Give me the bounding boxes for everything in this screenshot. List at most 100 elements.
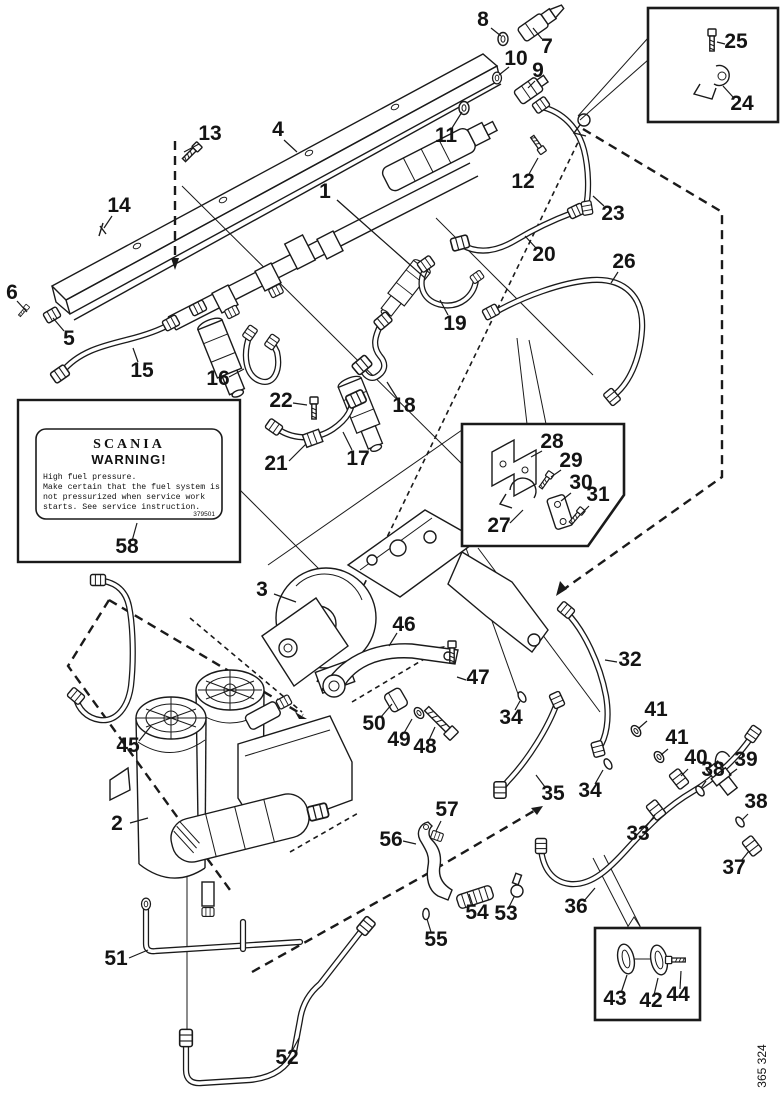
callout-54: 54 bbox=[465, 901, 489, 924]
leader-line-9 bbox=[527, 80, 536, 89]
callout-20: 20 bbox=[532, 243, 555, 266]
callout-7: 7 bbox=[541, 35, 553, 58]
leader-line-38 bbox=[700, 780, 707, 789]
callout-47: 47 bbox=[466, 666, 489, 689]
callout-42: 42 bbox=[639, 989, 662, 1012]
leader-line-41 bbox=[638, 720, 648, 729]
callout-57: 57 bbox=[435, 798, 458, 821]
leader-line-8 bbox=[490, 27, 502, 37]
leader-line-32 bbox=[604, 659, 618, 663]
leader-line-21 bbox=[288, 443, 307, 462]
inset-box-bracket bbox=[460, 422, 626, 548]
callout-13: 13 bbox=[198, 122, 221, 145]
leader-line-1 bbox=[336, 199, 426, 279]
callout-49: 49 bbox=[387, 728, 410, 751]
leader-line-30 bbox=[560, 492, 572, 502]
inset-box-clamp-bottom bbox=[593, 916, 702, 1022]
leader-line-35 bbox=[535, 774, 546, 788]
rail-nut bbox=[42, 305, 62, 325]
callout-5: 5 bbox=[63, 327, 75, 350]
callout-23: 23 bbox=[601, 202, 624, 225]
leader-line-51 bbox=[128, 949, 149, 959]
leader-line-6 bbox=[16, 300, 28, 313]
leader-line-45 bbox=[138, 725, 152, 742]
leader-line-53 bbox=[508, 896, 515, 908]
callout-14: 14 bbox=[107, 194, 131, 217]
leader-line-42 bbox=[653, 977, 659, 996]
grommet bbox=[422, 907, 430, 921]
figure-number: 365 324 bbox=[755, 1044, 769, 1088]
leader-line-10 bbox=[498, 66, 510, 76]
leader-line-34 bbox=[514, 700, 521, 711]
pipe-clamp-installed bbox=[572, 113, 591, 137]
callout-52: 52 bbox=[275, 1046, 298, 1069]
leader-line-31 bbox=[580, 505, 590, 515]
fuel-pressure-sensor bbox=[491, 4, 565, 105]
pipe-bracket bbox=[417, 821, 453, 901]
leader-line-18 bbox=[386, 381, 398, 399]
leader-line-29 bbox=[550, 469, 562, 478]
leader-line-34 bbox=[594, 769, 604, 785]
callout-50: 50 bbox=[362, 712, 385, 735]
callout-53: 53 bbox=[494, 902, 517, 925]
leader-line-55 bbox=[426, 918, 432, 933]
leader-line-48 bbox=[428, 726, 436, 741]
leader-line-50 bbox=[380, 703, 393, 718]
leader-line-37 bbox=[740, 850, 750, 862]
leader-line-22 bbox=[292, 402, 308, 406]
fuel-filter-assembly bbox=[109, 669, 353, 917]
coupling bbox=[456, 885, 494, 909]
leader-line-57 bbox=[435, 820, 442, 832]
leader-line-39 bbox=[728, 768, 738, 776]
callout-33: 33 bbox=[626, 822, 649, 845]
callout-58: 58 bbox=[115, 535, 139, 558]
leader-line-13 bbox=[183, 143, 200, 153]
callout-34: 34 bbox=[499, 706, 523, 729]
callout-22: 22 bbox=[269, 389, 292, 412]
overflow-valve bbox=[705, 750, 739, 797]
leader-line-49 bbox=[403, 718, 413, 734]
leader-line-25 bbox=[716, 41, 726, 45]
callout-37: 37 bbox=[722, 856, 745, 879]
callout-10: 10 bbox=[504, 47, 527, 70]
callout-40: 40 bbox=[684, 746, 707, 769]
callout-15: 15 bbox=[130, 359, 154, 382]
callout-8: 8 bbox=[477, 8, 489, 31]
callout-39: 39 bbox=[734, 748, 757, 771]
callout-48: 48 bbox=[413, 735, 437, 758]
banjo-parts bbox=[515, 689, 763, 858]
leader-line-3 bbox=[273, 593, 297, 603]
rail-screw bbox=[17, 303, 31, 318]
bracket-bolt bbox=[423, 705, 459, 741]
fuel-pipes bbox=[58, 103, 756, 1087]
callout-29: 29 bbox=[559, 449, 582, 472]
callout-3: 3 bbox=[256, 578, 268, 601]
leader-line-52 bbox=[291, 1037, 300, 1052]
leader-line-56 bbox=[402, 840, 417, 845]
callout-36: 36 bbox=[564, 895, 587, 918]
leader-line-38 bbox=[741, 813, 749, 821]
leader-line-40 bbox=[680, 768, 689, 777]
leader-line-47 bbox=[456, 676, 467, 681]
callout-38: 38 bbox=[744, 790, 768, 813]
callout-28: 28 bbox=[540, 430, 564, 453]
leader-line-19 bbox=[439, 299, 449, 316]
warning-brand: SCANIA bbox=[93, 437, 165, 452]
leader-line-4 bbox=[283, 139, 298, 153]
leader-line-5 bbox=[52, 317, 65, 332]
callout-38: 38 bbox=[701, 758, 725, 781]
callout-27: 27 bbox=[487, 514, 510, 537]
callout-24: 24 bbox=[730, 92, 754, 115]
callout-19: 19 bbox=[443, 312, 466, 335]
leader-line-28 bbox=[530, 450, 543, 458]
callout-41: 41 bbox=[644, 698, 668, 721]
leader-line-36 bbox=[583, 887, 596, 902]
pump-bracket bbox=[320, 643, 459, 698]
callout-26: 26 bbox=[612, 250, 635, 273]
leader-line-11 bbox=[451, 111, 463, 129]
bracket-bolt-long bbox=[447, 640, 457, 664]
leader-line-24 bbox=[722, 85, 734, 98]
callout-51: 51 bbox=[104, 947, 128, 970]
